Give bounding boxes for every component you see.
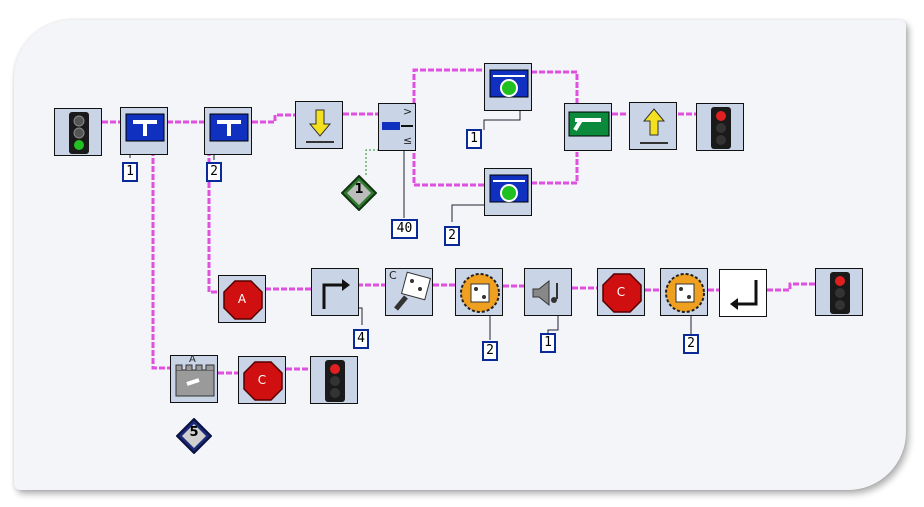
sound-port[interactable]: 1 (540, 333, 556, 353)
timer-port-label: A (189, 354, 196, 365)
traffic-light-start[interactable] (54, 108, 102, 156)
compare-greater-label: > (403, 105, 413, 118)
dice-icon (394, 271, 432, 311)
connector-sound (547, 315, 559, 334)
loop-end-icon (730, 280, 758, 310)
wire-split-bottom (412, 145, 484, 187)
wire-lane2-down (207, 150, 218, 294)
connector-container (365, 149, 380, 175)
stop-a-block[interactable]: A (218, 275, 266, 323)
wait-dice-port-1[interactable]: 2 (482, 341, 498, 361)
random-block[interactable]: C (385, 268, 433, 316)
merge-icon (568, 111, 610, 137)
traffic-light-lane2[interactable] (815, 268, 863, 316)
traffic-light-red-icon (830, 272, 850, 314)
speaker-note-icon (532, 279, 558, 307)
loop-start-icon (322, 279, 350, 309)
stop-sign-icon (243, 361, 283, 401)
timer-value-icon (175, 417, 213, 455)
connector-sensor2 (451, 204, 497, 222)
touch-sensor-block-1[interactable] (120, 107, 168, 155)
stop-a-label: A (237, 292, 247, 306)
merge-block[interactable] (564, 103, 612, 151)
wire-split-top (412, 68, 484, 112)
wire-join-bottom (531, 152, 579, 185)
sensor-port-bottom[interactable]: 2 (444, 226, 460, 246)
traffic-light-green-icon (69, 112, 89, 154)
stop-sign-icon (223, 280, 263, 320)
motor-down-block[interactable] (295, 101, 343, 149)
port-number-2[interactable]: 2 (206, 162, 222, 182)
timer-icon (175, 364, 215, 397)
port-number-1[interactable]: 1 (122, 162, 138, 182)
touch-sensor-block-2[interactable] (204, 107, 252, 155)
motor-up-block[interactable] (629, 102, 677, 150)
wait-dice-icon (460, 273, 500, 313)
traffic-light-lane3[interactable] (310, 356, 358, 404)
compare-block[interactable]: > ≤ (378, 103, 416, 151)
stop-c-label-2: C (257, 373, 267, 387)
traffic-light-end[interactable] (696, 103, 744, 151)
arrow-up-icon (640, 108, 668, 144)
container-icon (340, 174, 378, 212)
wait-dice-icon (665, 273, 705, 313)
compare-icon (382, 122, 413, 130)
timer-block[interactable]: A (170, 354, 218, 403)
random-port-label: C (389, 269, 397, 282)
sound-block[interactable] (524, 268, 572, 316)
touch-sensor-wait-icon (209, 113, 249, 142)
compare-value[interactable]: 40 (391, 219, 418, 239)
compare-less-equal-label: ≤ (403, 134, 413, 147)
stop-c-block-2[interactable]: C (238, 356, 286, 404)
traffic-light-red-icon (325, 360, 345, 402)
loop-start-block[interactable] (311, 268, 359, 316)
wire-lane3-down (151, 150, 170, 370)
wire-lane2-8 (767, 282, 815, 292)
light-sensor-block-top[interactable] (484, 63, 532, 111)
wait-dice-port-2[interactable]: 2 (683, 334, 699, 354)
light-sensor-icon (489, 174, 529, 203)
wire-main-3 (252, 113, 295, 124)
wait-dice-block-2[interactable] (660, 268, 708, 316)
diagram-canvas (14, 20, 906, 490)
connector-sensor1 (483, 110, 521, 130)
loop-end-block[interactable] (719, 269, 767, 317)
sensor-port-top[interactable]: 1 (466, 129, 482, 149)
wire-join-top (531, 70, 579, 104)
traffic-light-red-icon (711, 107, 731, 149)
wait-dice-block-1[interactable] (455, 268, 503, 316)
light-sensor-icon (489, 69, 529, 98)
touch-sensor-wait-icon (125, 113, 165, 142)
stop-c-block-1[interactable]: C (597, 268, 645, 316)
timer-value: 5 (189, 425, 199, 440)
light-sensor-block-bottom[interactable] (484, 168, 532, 216)
loop-count[interactable]: 4 (353, 329, 369, 349)
timer-value-block[interactable]: 5 (175, 417, 213, 455)
container-value: 1 (354, 182, 364, 197)
arrow-down-icon (306, 109, 334, 143)
stop-sign-icon (602, 273, 642, 313)
stop-c-label-1: C (616, 285, 626, 299)
container-block[interactable]: 1 (340, 174, 378, 212)
